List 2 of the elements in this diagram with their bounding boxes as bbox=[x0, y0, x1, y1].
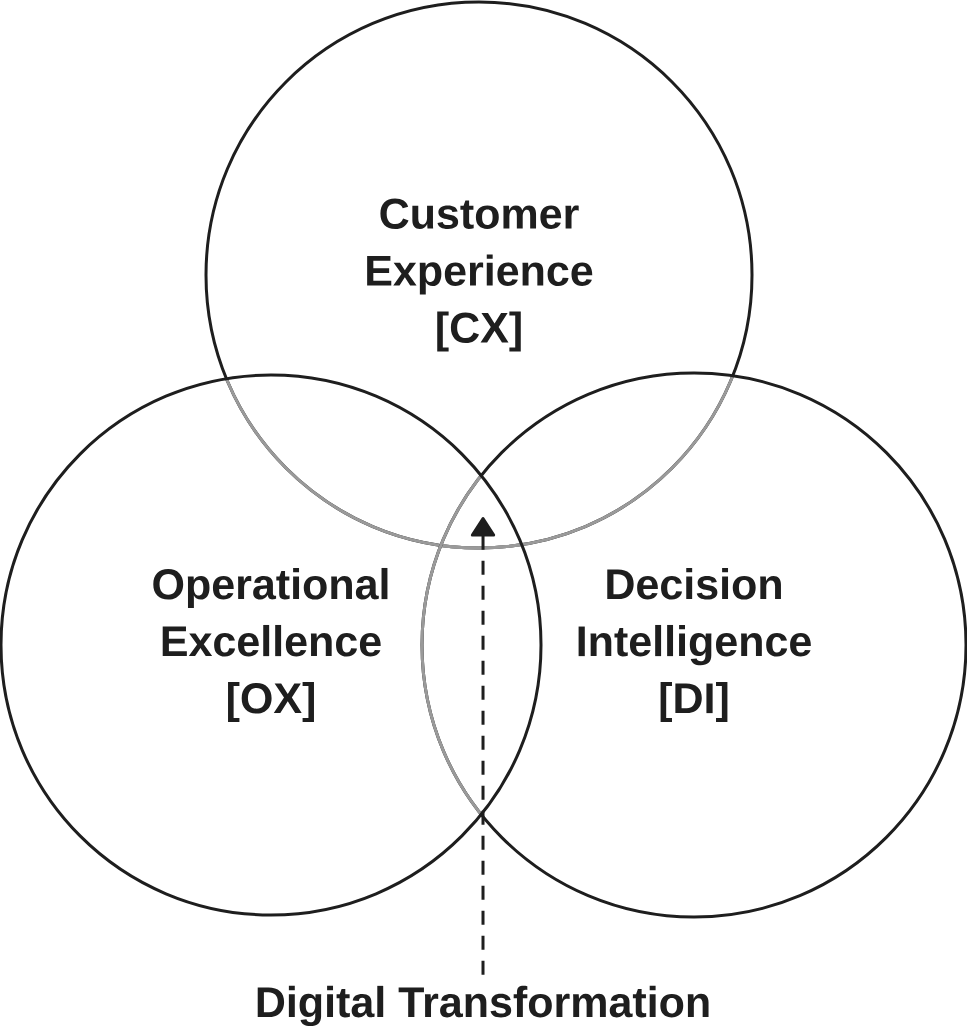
text-label: Digital Transformation bbox=[257, 985, 709, 1027]
arrow bbox=[470, 516, 496, 975]
